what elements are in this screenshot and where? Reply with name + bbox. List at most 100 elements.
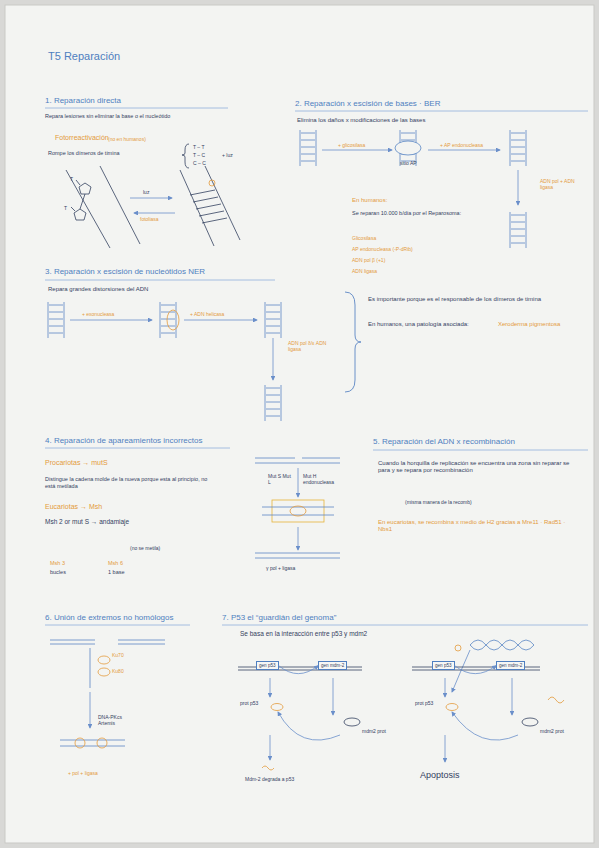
note-text: T	[64, 205, 72, 211]
section-heading: 3. Reparación x escisión de nucleótidos …	[45, 267, 280, 277]
note-text: Procariotas → mutS	[45, 459, 155, 467]
p53-illustration	[522, 718, 538, 726]
note-text: C – C	[193, 160, 223, 166]
gene-box: gen p53	[432, 661, 455, 670]
paper-sheet	[5, 5, 594, 843]
gene-box: gen p53	[256, 661, 279, 670]
mismatch-illustration	[262, 507, 334, 515]
heading-underline	[45, 448, 230, 449]
process-arrow	[445, 678, 446, 697]
nhej-illustration	[60, 740, 125, 746]
heading-underline	[45, 108, 588, 625]
process-arrow	[134, 213, 175, 214]
note-text: Msh 2 or mut S → andamiaje	[45, 518, 215, 526]
heading-underline	[295, 111, 588, 112]
nhej-illustration	[98, 668, 110, 676]
dna-ladder	[510, 130, 526, 166]
photolysis-illustration	[66, 166, 140, 248]
section-bracket	[345, 292, 361, 392]
note-text: AP endonucleasa (-P-dRib)	[352, 246, 452, 252]
note-text: ADN ligasa	[352, 268, 442, 274]
connector-arrow	[455, 666, 496, 674]
gene-box: gen mdm-2	[318, 661, 347, 670]
note-text: Es importante porque es el responsable d…	[368, 296, 583, 303]
note-text: Mut H endonucleasa	[303, 473, 343, 485]
photolysis-illustration	[71, 180, 85, 211]
photolysis-illustration	[209, 180, 215, 186]
note-text: En humanos:	[352, 197, 412, 204]
p53-illustration	[344, 718, 360, 726]
note-text: Rompe los dímeros de timina	[48, 150, 158, 157]
note-text: En humanos, una patología asociada:	[368, 321, 498, 328]
note-text: Xeroderma pigmentosa	[498, 321, 586, 328]
note-text: (no en humanos)	[108, 136, 168, 142]
section-heading: 6. Unión de extremos no homólogos	[45, 613, 205, 623]
p53-illustration	[455, 645, 461, 651]
note-text: T – C	[193, 152, 223, 158]
photolysis-illustration	[79, 183, 91, 194]
note-text: Apoptosis	[420, 770, 490, 781]
note-text: T	[70, 176, 78, 182]
note-text: + ADN helicasa	[190, 311, 260, 317]
process-arrow	[428, 150, 500, 151]
p53-illustration	[238, 640, 564, 770]
nhej-illustration	[98, 656, 110, 664]
dna-ladder	[48, 302, 64, 338]
note-text: T – T	[193, 144, 223, 150]
note-text: (no se metila)	[130, 545, 190, 551]
nhej-illustration	[97, 738, 107, 748]
note-text: Se basa en la interacción entre p53 y md…	[240, 630, 460, 638]
heading-underline	[45, 280, 275, 281]
note-text: Ku80	[112, 668, 137, 674]
dna-ladder	[510, 212, 526, 248]
nhej-illustration	[90, 648, 91, 688]
p53-illustration	[548, 697, 564, 703]
section-heading: 2. Reparación x escisión de bases · BER	[295, 99, 585, 109]
process-arrow	[270, 735, 271, 760]
note-text: γ pol + ligasa	[266, 565, 336, 571]
mismatch-illustration	[290, 506, 306, 516]
ap-site	[395, 141, 421, 155]
note-text: bucles	[50, 569, 80, 576]
process-arrow	[298, 527, 299, 550]
heading-underline	[45, 625, 190, 626]
note-text: + pol + ligasa	[68, 770, 138, 776]
heading-underline	[222, 625, 588, 626]
section-heading: 1. Reparación directa	[45, 96, 245, 106]
note-text: Repara lesiones sin eliminar la base o e…	[45, 113, 180, 120]
connector-arrow	[279, 666, 318, 674]
note-text: + glicosilasa	[338, 142, 398, 148]
gene-label: gen p53	[435, 663, 452, 668]
note-text: Mdm-2 degrada a p53	[245, 776, 335, 782]
note-text: (misma manera de la recomb)	[405, 499, 525, 505]
note-text: luz	[143, 189, 163, 195]
nhej-illustration	[75, 738, 85, 748]
section-heading: 4. Reparación de apareamientos incorrect…	[45, 436, 240, 446]
note-text: sitio AP	[400, 160, 440, 166]
dna-ladder	[265, 385, 281, 421]
heading-underline	[373, 450, 588, 451]
process-arrow	[333, 678, 334, 715]
note-text: Elimina los daños x modificaciones de la…	[297, 117, 517, 124]
process-arrow	[452, 650, 470, 692]
nucleotide-gap	[167, 310, 179, 330]
p53-illustration	[271, 704, 283, 711]
section-bracket	[345, 292, 361, 392]
process-arrow	[445, 735, 446, 762]
mismatch-illustration	[255, 553, 340, 558]
process-arrow	[512, 678, 513, 715]
process-arrow	[452, 712, 518, 740]
p53-illustration	[446, 704, 458, 711]
note-text: Distingue la cadena molde de la nueva po…	[45, 476, 215, 489]
page-title: T5 Reparación	[48, 50, 208, 63]
process-arrow	[70, 320, 152, 321]
note-text: ADN pol δ/ε ADN ligasa	[288, 340, 333, 352]
process-arrow	[322, 150, 392, 151]
note-text: Glicosilasa	[352, 235, 442, 241]
note-text: ADN pol + ADN ligasa	[540, 178, 585, 190]
note-text: 1 base	[108, 569, 138, 576]
note-text: + exonucleasa	[82, 311, 152, 317]
photolysis-illustration	[190, 190, 227, 223]
